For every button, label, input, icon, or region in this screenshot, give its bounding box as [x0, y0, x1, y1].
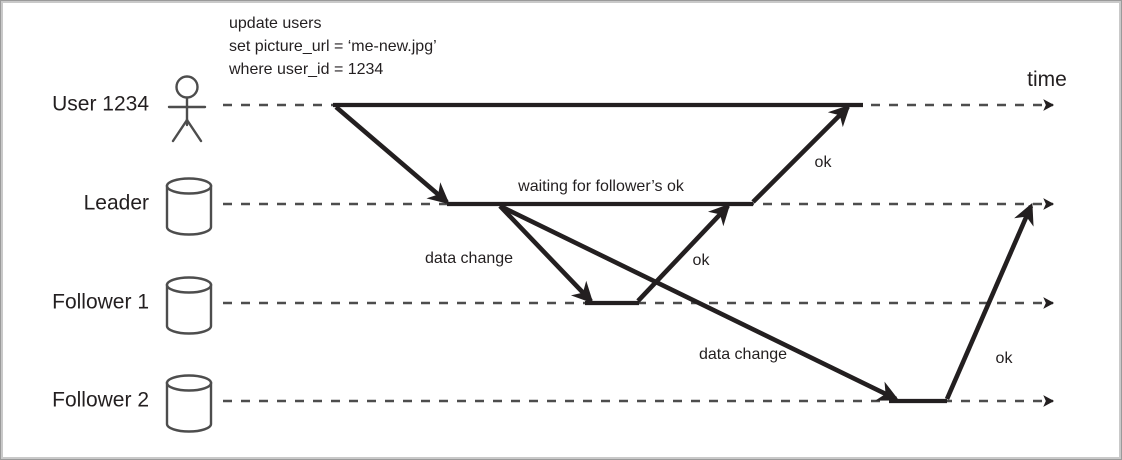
message-arrow-ok-follower1-to-leader [636, 203, 731, 303]
message-arrow-data-change-leader-to-follower2 [498, 203, 900, 402]
message-arrow-ok-follower2-to-leader [944, 202, 1034, 400]
lane-label-follower1: Follower 1 [52, 291, 149, 314]
database-cylinder-icon-follower1 [165, 276, 213, 335]
sql-note-line-2: set picture_url = ‘me-new.jpg’ [229, 38, 437, 55]
database-cylinder-icon-follower2 [165, 374, 213, 433]
message-label-ok-follower2: ok [996, 350, 1014, 367]
message-label-data-change-1: data change [425, 250, 513, 267]
note-waiting-for-follower-ok: waiting for follower’s ok [517, 178, 685, 195]
sql-note-line-1: update users [229, 15, 322, 32]
actor-stick-figure-icon [167, 75, 207, 143]
sql-note-line-3: where user_id = 1234 [228, 61, 383, 78]
time-axis-label: time [1027, 68, 1067, 91]
message-label-data-change-2: data change [699, 346, 787, 363]
lane-label-follower2: Follower 2 [52, 389, 149, 412]
message-label-ok-leader: ok [815, 154, 833, 171]
message-label-ok-follower1: ok [693, 252, 711, 269]
lane-label-leader: Leader [84, 192, 149, 215]
message-arrow-data-change-leader-to-follower1 [498, 204, 594, 304]
database-cylinder-icon-leader [165, 177, 213, 236]
lane-label-user: User 1234 [52, 93, 149, 116]
message-arrow-update-user-to-leader [334, 105, 450, 205]
message-arrow-ok-leader-to-user [751, 104, 851, 204]
